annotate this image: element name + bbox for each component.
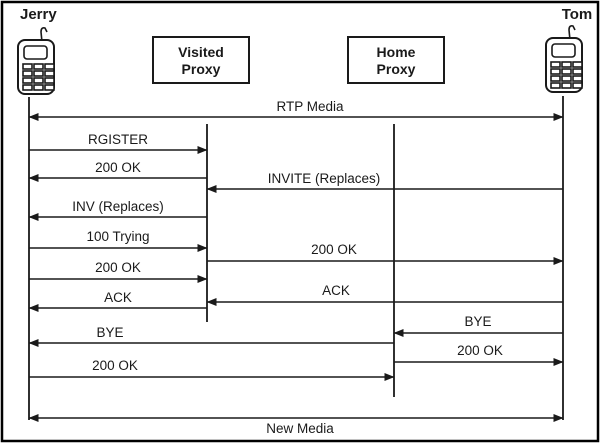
message-label: INVITE (Replaces) bbox=[268, 171, 381, 186]
phone-keypad bbox=[550, 61, 583, 89]
phone-antenna bbox=[568, 25, 576, 41]
message-200-ok-mid: 200 OK bbox=[207, 242, 564, 265]
phone-screen bbox=[551, 43, 576, 58]
message-bye-right: BYE bbox=[393, 314, 563, 337]
proxy-box-visited: Visited Proxy bbox=[152, 36, 250, 84]
phone-antenna bbox=[40, 27, 48, 43]
message-label: 200 OK bbox=[92, 358, 138, 373]
message-ack-mid: ACK bbox=[206, 283, 563, 306]
actor-label-jerry: Jerry bbox=[20, 6, 57, 23]
visited-proxy-label-line1: Visited bbox=[178, 44, 224, 60]
phone-keypad bbox=[22, 63, 55, 91]
message-label: RTP Media bbox=[276, 99, 344, 114]
message-label: ACK bbox=[322, 283, 350, 298]
cell-phone-icon-jerry bbox=[17, 27, 55, 95]
message-label: ACK bbox=[104, 290, 132, 305]
visited-proxy-label-line2: Proxy bbox=[182, 61, 221, 77]
message-label: BYE bbox=[96, 325, 123, 340]
message-invite-replaces: INVITE (Replaces) bbox=[206, 171, 563, 193]
message-label: 200 OK bbox=[457, 343, 503, 358]
message-rtp-media: RTP Media bbox=[28, 99, 564, 121]
message-label: INV (Replaces) bbox=[72, 199, 164, 214]
message-label: 200 OK bbox=[95, 160, 141, 175]
message-ack-left: ACK bbox=[28, 290, 207, 312]
message-label: 100 Trying bbox=[86, 229, 149, 244]
message-label: BYE bbox=[464, 314, 491, 329]
message-200-ok-right: 200 OK bbox=[394, 343, 564, 366]
cell-phone-icon-tom bbox=[545, 25, 583, 93]
visited-proxy-rect bbox=[152, 36, 250, 84]
home-proxy-rect bbox=[347, 36, 445, 84]
proxy-box-home: Home Proxy bbox=[347, 36, 445, 84]
phone-screen bbox=[23, 45, 48, 60]
message-200-ok-left: 200 OK bbox=[29, 260, 208, 283]
message-label: 200 OK bbox=[311, 242, 357, 257]
message-label: 200 OK bbox=[95, 260, 141, 275]
home-proxy-label-line1: Home bbox=[377, 44, 416, 60]
actor-label-tom: Tom bbox=[562, 6, 593, 23]
message-200-ok-register: 200 OK bbox=[28, 160, 207, 182]
message-bye-left: BYE bbox=[28, 325, 394, 347]
home-proxy-label-line2: Proxy bbox=[377, 61, 416, 77]
message-label: New Media bbox=[266, 421, 334, 436]
message-100-trying: 100 Trying bbox=[29, 229, 208, 252]
message-200-ok-bye: 200 OK bbox=[29, 358, 395, 381]
message-rgister: RGISTER bbox=[29, 132, 208, 154]
message-new-media: New Media bbox=[28, 414, 564, 436]
message-label: RGISTER bbox=[88, 132, 148, 147]
message-inv-replaces: INV (Replaces) bbox=[28, 199, 207, 221]
